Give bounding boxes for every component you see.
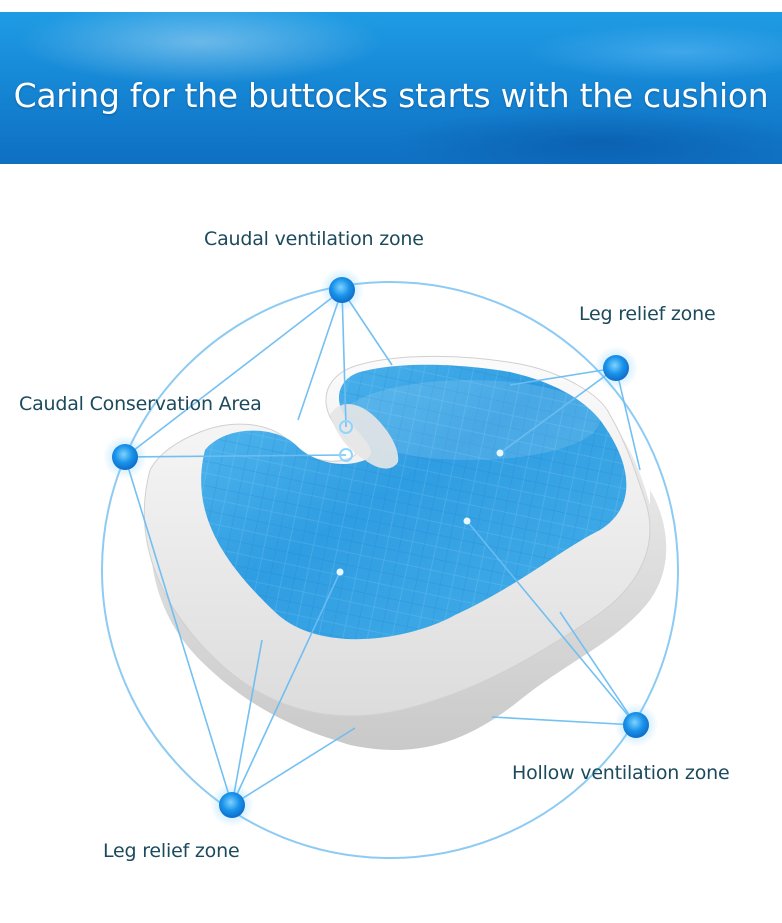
label-leg-relief-top: Leg relief zone (579, 303, 716, 325)
zone-point-left (336, 568, 344, 576)
zone-point-center (463, 517, 471, 525)
banner-title: Caring for the buttocks starts with the … (13, 76, 769, 115)
zone-point-notch (339, 448, 353, 462)
node-leg-relief-top (603, 355, 629, 381)
node-leg-relief-bottom (219, 792, 245, 818)
zone-point-coccyx (339, 420, 353, 434)
label-caudal-ventilation: Caudal ventilation zone (204, 228, 424, 250)
header-banner: Caring for the buttocks starts with the … (0, 12, 782, 164)
zone-point-right (496, 449, 504, 457)
outline-ring (101, 281, 679, 859)
zone-points (336, 420, 504, 576)
label-hollow-ventilation: Hollow ventilation zone (512, 762, 730, 784)
node-hollow-ventilation (623, 712, 649, 738)
label-caudal-conservation: Caudal Conservation Area (19, 393, 262, 415)
node-caudal-ventilation (329, 277, 355, 303)
outer-nodes (103, 268, 658, 827)
node-caudal-conservation (112, 444, 138, 470)
label-leg-relief-bottom: Leg relief zone (103, 840, 240, 862)
